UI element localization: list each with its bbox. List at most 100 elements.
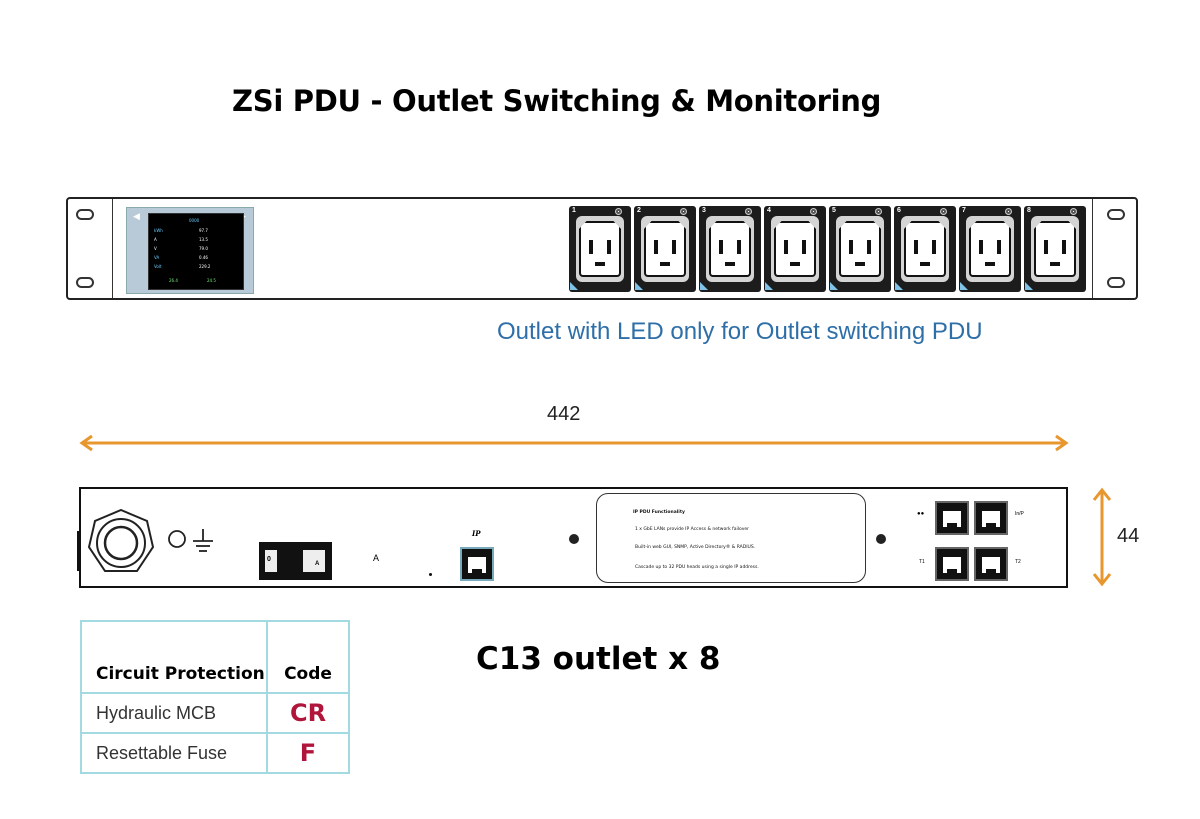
mount-slot: [1107, 277, 1125, 288]
width-dimension-label: 442: [547, 403, 581, 425]
outlet-led-icon: [810, 208, 817, 215]
lcd-display: 0000 kWh 97.7 A 13.5 V 79.0 VA 0.46 Volt…: [148, 213, 244, 290]
table-cell-code: F: [266, 732, 350, 774]
height-dimension-label: 44: [1117, 525, 1140, 547]
network-port[interactable]: [935, 547, 969, 581]
socket-pin: [914, 240, 918, 254]
socket-pin: [672, 240, 676, 254]
c13-outlet[interactable]: 1: [569, 206, 631, 292]
outlet-led-icon: [1005, 208, 1012, 215]
height-dimension-arrow: [1092, 487, 1112, 587]
display-row-label: V: [154, 246, 157, 251]
display-row-label: kWh: [154, 228, 163, 233]
display-row-value: 97.7: [199, 228, 208, 233]
ip-box-heading: IP PDU Functionality: [633, 510, 685, 515]
display-row-label: A: [154, 237, 157, 242]
socket-pin: [997, 240, 1001, 254]
socket-pin: [985, 262, 995, 266]
port-label: In/P: [1015, 511, 1024, 517]
outlet-led-icon: [745, 208, 752, 215]
socket-pin: [1050, 262, 1060, 266]
display-row-label: VA: [154, 255, 160, 260]
outlet-face: [1031, 216, 1079, 282]
outlet-triangle-icon: [765, 282, 773, 290]
outlet-led-icon: [615, 208, 622, 215]
circuit-protection-table: Circuit Protection Code Hydraulic MCB CR…: [80, 620, 350, 774]
display-row-label: Volt: [154, 264, 162, 269]
c13-outlet[interactable]: 3: [699, 206, 761, 292]
display-row-value: 229.2: [199, 264, 211, 269]
table-row: Hydraulic MCB CR: [80, 692, 350, 734]
outlet-face: [641, 216, 689, 282]
outlet-triangle-icon: [960, 282, 968, 290]
socket-pin: [607, 240, 611, 254]
table-header-protection: Circuit Protection: [80, 620, 268, 694]
socket-icon: [1034, 221, 1076, 277]
ground-symbol-icon: [168, 529, 213, 552]
table-cell-code: CR: [266, 692, 350, 734]
outlet-led-icon: [940, 208, 947, 215]
outlet-triangle-icon: [830, 282, 838, 290]
port-label: T1: [919, 559, 925, 565]
socket-pin: [719, 240, 723, 254]
socket-pin: [595, 262, 605, 266]
outlet-led-icon: [1070, 208, 1077, 215]
outlet-number: 4: [767, 207, 771, 214]
network-port[interactable]: [460, 547, 494, 581]
breaker-switch-icon: [265, 550, 277, 572]
socket-icon: [709, 221, 751, 277]
outlet-face: [836, 216, 884, 282]
display-footer-left: 26.4: [169, 278, 178, 283]
outlet-led-icon: [680, 208, 687, 215]
c13-outlet[interactable]: 6: [894, 206, 956, 292]
width-dimension-arrow: [79, 434, 1069, 452]
ip-box-line: Built-in web GUI, SNMP, Active Directory…: [635, 545, 756, 550]
port-label: T2: [1015, 559, 1021, 565]
right-rack-ear: [1092, 199, 1137, 298]
network-port[interactable]: [974, 501, 1008, 535]
status-dot: [429, 573, 432, 576]
socket-pin: [802, 240, 806, 254]
c13-outlet[interactable]: 8: [1024, 206, 1086, 292]
c13-outlet[interactable]: 2: [634, 206, 696, 292]
socket-pin: [725, 262, 735, 266]
outlet-triangle-icon: [895, 282, 903, 290]
front-panel: ◀ ▶ 0000 kWh 97.7 A 13.5 V 79.0 VA 0.46 …: [66, 197, 1138, 300]
socket-pin: [589, 240, 593, 254]
lcd-display-bezel: ◀ ▶ 0000 kWh 97.7 A 13.5 V 79.0 VA 0.46 …: [126, 207, 254, 294]
circuit-breaker[interactable]: 0 A: [259, 542, 332, 580]
c13-outlet[interactable]: 4: [764, 206, 826, 292]
c13-outlet[interactable]: 5: [829, 206, 891, 292]
display-row-value: 13.5: [199, 237, 208, 242]
socket-pin: [920, 262, 930, 266]
phase-label: A: [373, 553, 380, 563]
display-row-value: 0.46: [199, 255, 208, 260]
port-opening: [468, 557, 486, 573]
table-header-row: Circuit Protection Code: [80, 620, 350, 694]
c13-outlet[interactable]: 7: [959, 206, 1021, 292]
network-port[interactable]: [935, 501, 969, 535]
socket-icon: [904, 221, 946, 277]
outlet-triangle-icon: [700, 282, 708, 290]
outlet-number: 5: [832, 207, 836, 214]
table-cell-desc: Resettable Fuse: [80, 732, 268, 774]
mount-slot: [76, 209, 94, 220]
port-opening: [943, 511, 961, 527]
outlet-number: 3: [702, 207, 706, 214]
breaker-left-label: 0: [267, 556, 271, 563]
table-header-code: Code: [266, 620, 350, 694]
rear-edge-tab: [77, 531, 81, 571]
breaker-switch-icon: [303, 550, 325, 572]
outlet-led-note: Outlet with LED only for Outlet switchin…: [497, 318, 983, 345]
display-footer-right: 24.5: [207, 278, 216, 283]
network-port[interactable]: [974, 547, 1008, 581]
mount-slot: [76, 277, 94, 288]
outlet-led-icon: [875, 208, 882, 215]
outlet-face: [966, 216, 1014, 282]
outlet-number: 2: [637, 207, 641, 214]
ip-box-line: Cascade up to 32 PDU heads using a singl…: [635, 565, 759, 570]
display-left-arrow-icon: ◀: [133, 211, 140, 221]
ip-logo: IP: [472, 529, 481, 538]
outlet-triangle-icon: [1025, 282, 1033, 290]
